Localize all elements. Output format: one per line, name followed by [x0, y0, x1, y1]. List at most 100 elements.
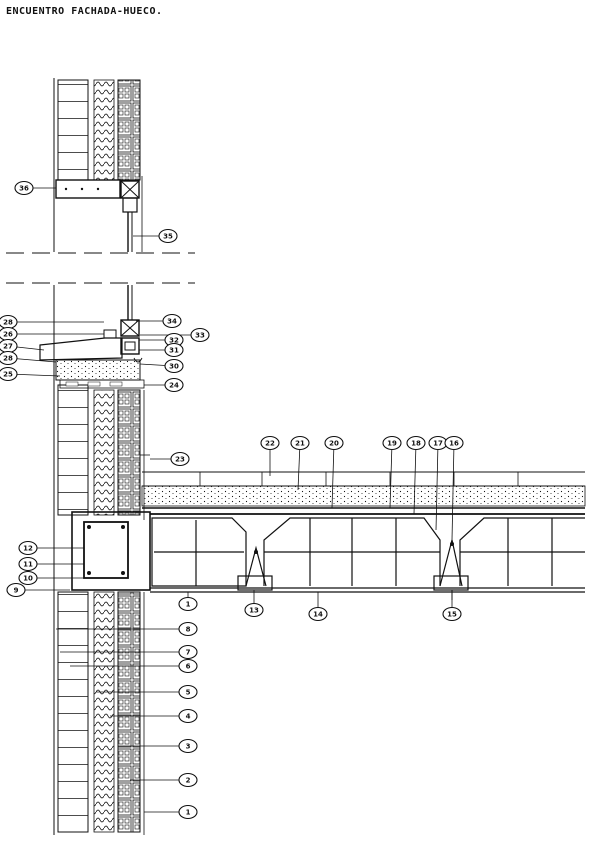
callout-c19: 19 — [382, 435, 402, 509]
callout-c2: 2 — [130, 772, 198, 788]
callout-c25: 25 — [0, 366, 61, 382]
callout-c34: 34 — [136, 313, 182, 329]
callout-number: 4 — [186, 713, 191, 721]
callout-number: 36 — [19, 185, 29, 193]
callout-bubble — [290, 435, 310, 451]
callout-c16: 16 — [444, 435, 464, 541]
leader-line — [331, 442, 335, 509]
callout-number: 25 — [3, 371, 13, 379]
callout-number: 3 — [186, 743, 191, 751]
callout-bubble — [0, 350, 18, 366]
callout-c31: 31 — [139, 342, 184, 358]
callout-number: 33 — [195, 332, 205, 340]
callout-c5: 5 — [96, 684, 198, 700]
upper-wall — [6, 78, 195, 284]
callout-bubble — [244, 602, 264, 618]
callout-c20: 20 — [324, 435, 344, 509]
callout-c3: 3 — [118, 738, 198, 754]
callout-bubble — [158, 228, 178, 244]
callout-bubble — [190, 327, 210, 343]
callout-number: 15 — [447, 611, 457, 619]
callout-c1b: 1 — [178, 592, 198, 612]
callout-number: 21 — [295, 440, 305, 448]
callout-c18: 18 — [406, 435, 426, 515]
callout-number: 30 — [169, 363, 179, 371]
callout-bubble — [382, 435, 402, 451]
callout-bubble — [0, 366, 18, 382]
callout-bubble — [444, 435, 464, 451]
floor-slab — [71, 471, 586, 600]
callout-bubble — [178, 772, 198, 788]
callout-number: 22 — [265, 440, 275, 448]
callout-c33: 33 — [140, 327, 210, 343]
callout-c30: 30 — [139, 358, 184, 374]
window-sill — [39, 285, 145, 389]
callout-number: 9 — [14, 587, 19, 595]
callout-c4: 4 — [110, 708, 198, 724]
callout-number: 31 — [169, 347, 179, 355]
callout-bubble — [162, 313, 182, 329]
callout-number: 2 — [186, 777, 191, 785]
callout-c36: 36 — [14, 180, 56, 196]
leader-line — [435, 442, 439, 531]
leader-line — [389, 442, 393, 509]
callout-bubble — [260, 435, 280, 451]
callout-c13: 13 — [244, 590, 264, 618]
callout-bubble — [178, 644, 198, 660]
callout-number: 23 — [175, 456, 185, 464]
callout-bubble — [178, 738, 198, 754]
callout-number: 17 — [433, 440, 443, 448]
callout-bubble — [178, 596, 198, 612]
callout-bubble — [164, 377, 184, 393]
callout-number: 19 — [387, 440, 397, 448]
callout-c27: 27 — [0, 338, 45, 354]
callout-number: 18 — [411, 440, 421, 448]
callout-c28b: 28 — [0, 350, 57, 366]
callout-c1: 1 — [144, 804, 198, 820]
callout-c26: 26 — [0, 326, 104, 342]
callout-c14: 14 — [308, 592, 328, 622]
callout-bubble — [18, 556, 38, 572]
callout-number: 13 — [249, 607, 259, 615]
callout-c15: 15 — [442, 600, 462, 622]
callout-bubble — [406, 435, 426, 451]
callout-number: 28 — [3, 355, 13, 363]
callout-bubble — [6, 582, 26, 598]
callout-c24: 24 — [144, 377, 184, 393]
callout-bubble — [308, 606, 328, 622]
callout-c28: 28 — [0, 314, 104, 330]
callout-number: 35 — [163, 233, 173, 241]
callout-c6: 6 — [70, 658, 198, 674]
callout-c17: 17 — [428, 435, 448, 531]
callout-bubble — [178, 708, 198, 724]
callout-number: 11 — [23, 561, 33, 569]
callout-c10: 10 — [18, 570, 84, 586]
callout-c11: 11 — [18, 556, 84, 572]
callout-bubble — [14, 180, 34, 196]
callout-c22: 22 — [260, 435, 280, 476]
callout-number: 34 — [167, 318, 177, 326]
callout-number: 32 — [169, 337, 179, 345]
callout-bubble — [164, 342, 184, 358]
callout-bubble — [178, 804, 198, 820]
callout-bubble — [170, 451, 190, 467]
callout-c23: 23 — [150, 451, 190, 467]
callout-number: 10 — [23, 575, 33, 583]
callout-number: 27 — [3, 343, 13, 351]
drawing-title: ENCUENTRO FACHADA-HUECO. — [6, 6, 163, 17]
callout-bubble — [178, 621, 198, 637]
callout-number: 8 — [186, 626, 191, 634]
callout-c9: 9 — [6, 582, 70, 598]
callout-number: 7 — [186, 649, 191, 657]
callout-number: 24 — [169, 382, 179, 390]
callout-number: 12 — [23, 545, 33, 553]
leader-line — [451, 442, 455, 541]
leader-line — [413, 442, 417, 515]
callout-bubble — [18, 540, 38, 556]
callout-bubble — [178, 684, 198, 700]
callout-c8: 8 — [56, 621, 198, 637]
callout-number: 26 — [3, 331, 13, 339]
callout-bubble — [324, 435, 344, 451]
